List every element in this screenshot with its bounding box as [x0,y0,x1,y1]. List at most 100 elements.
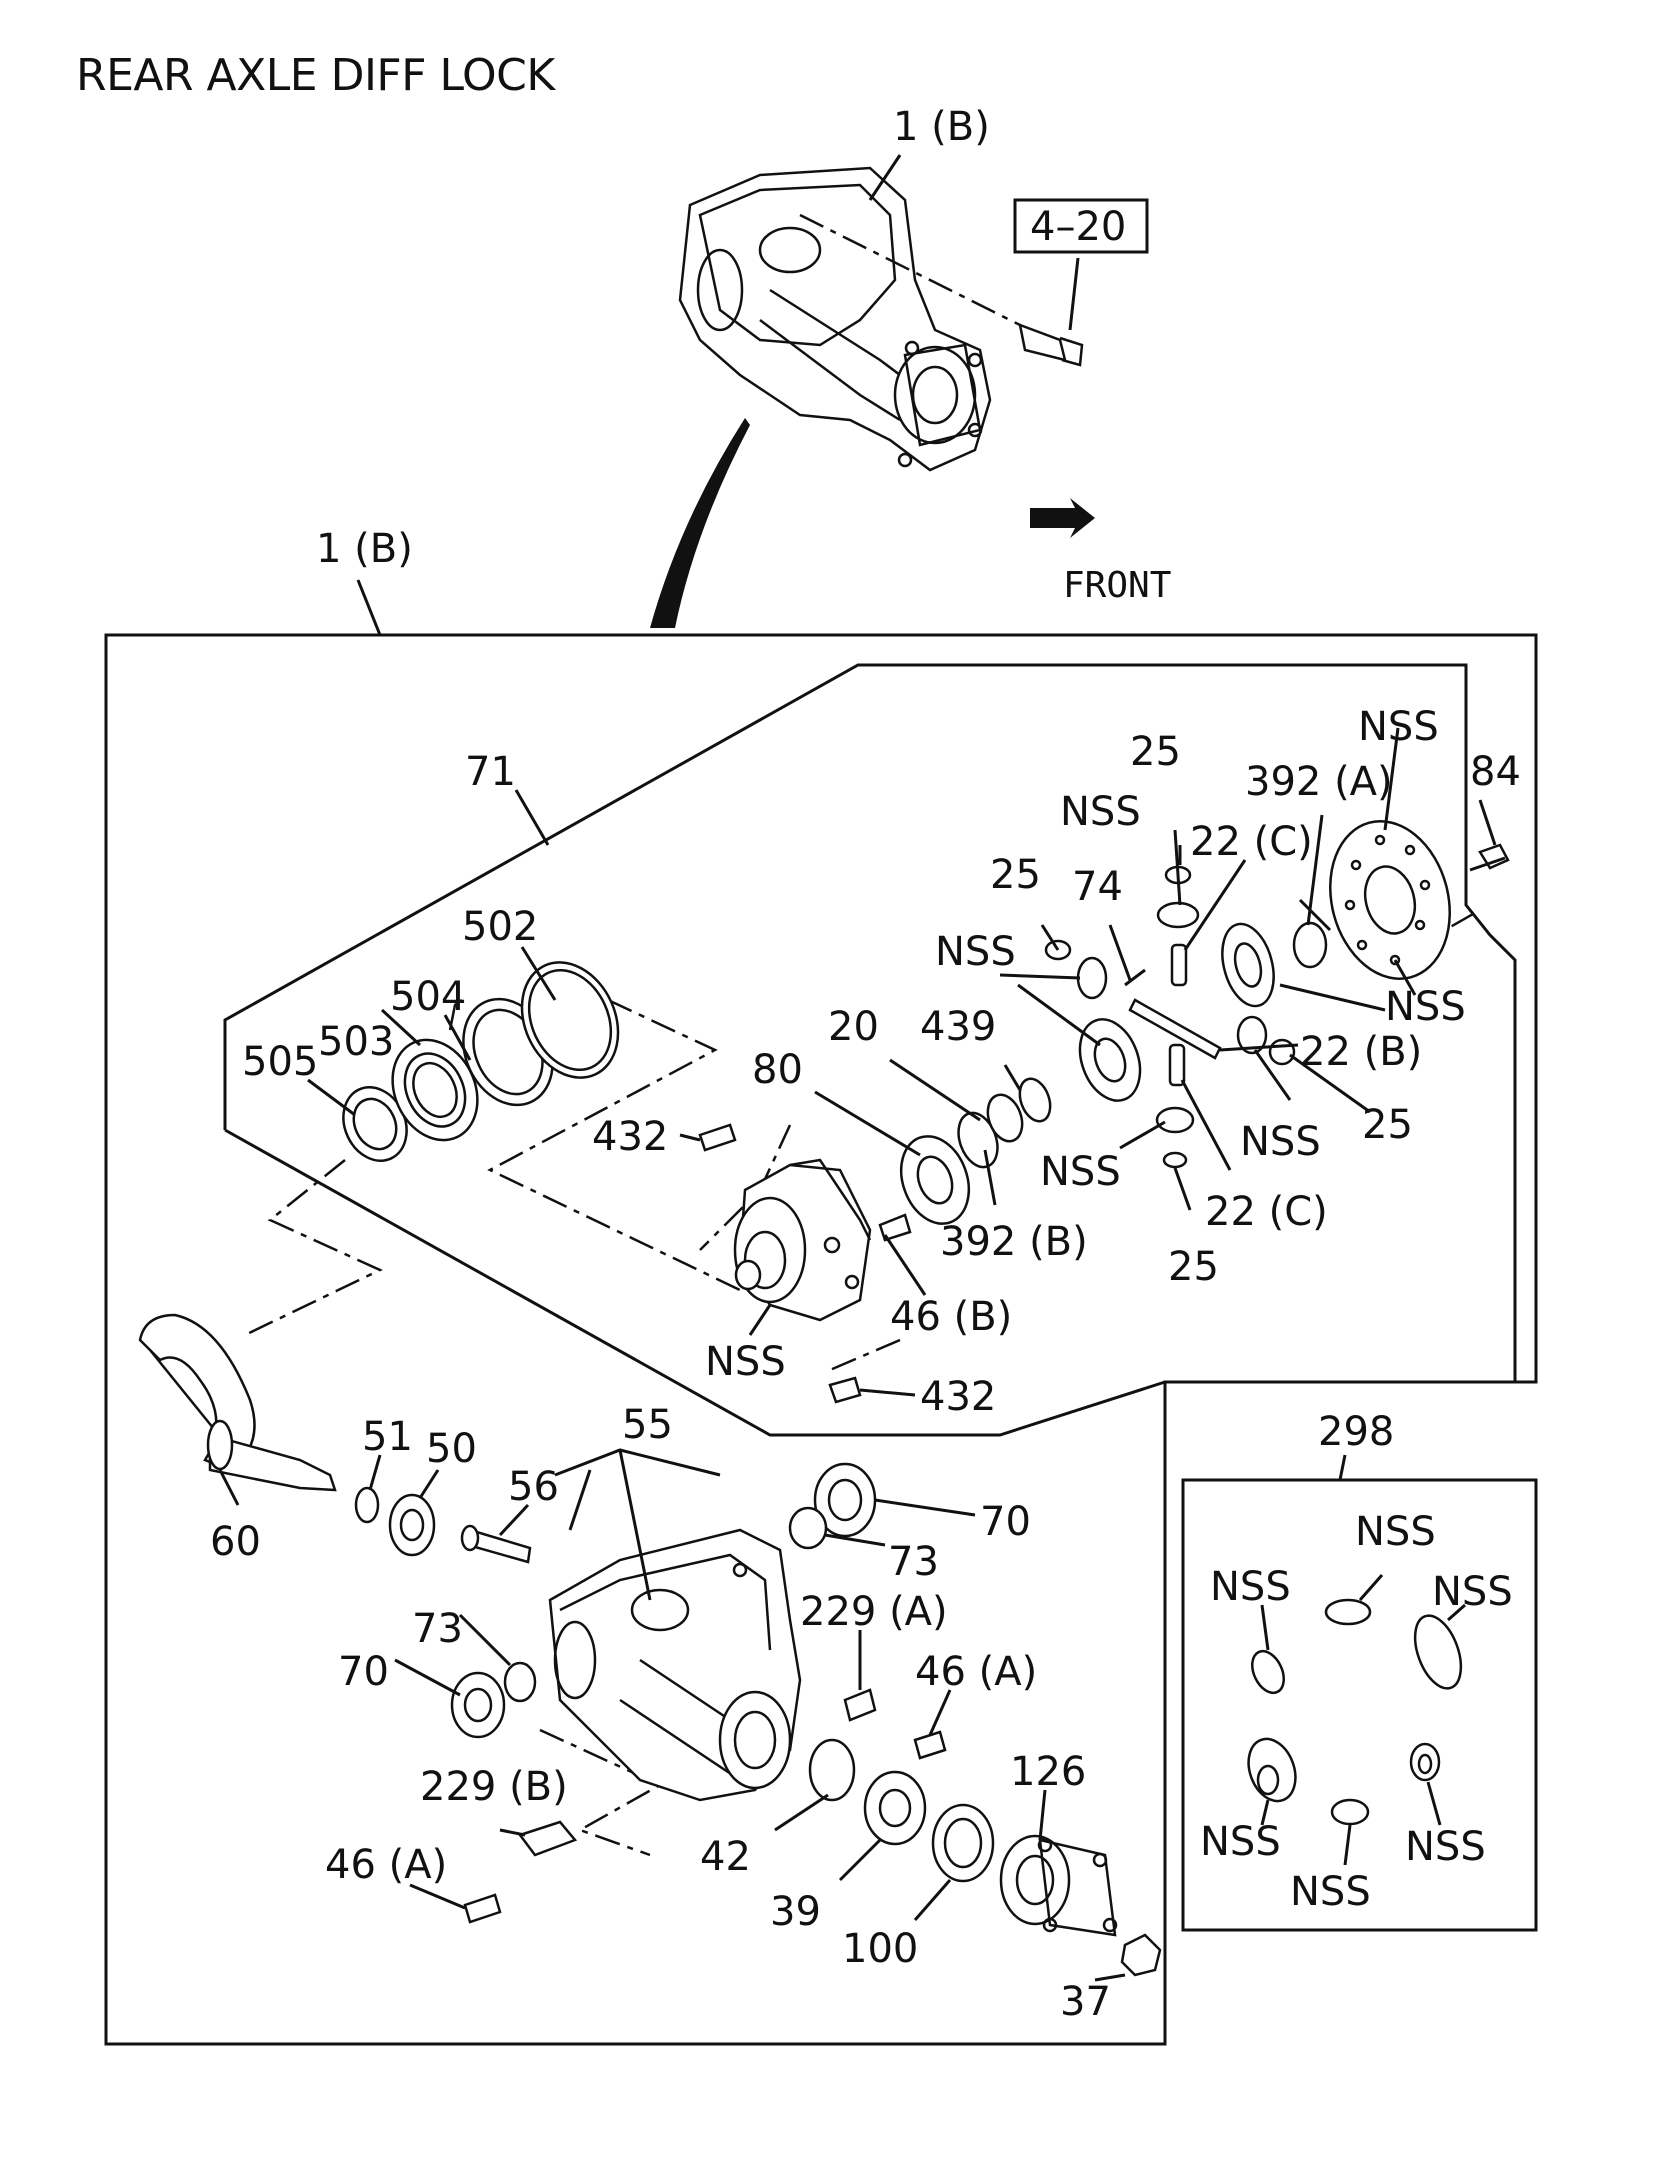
curved-arrow-icon [650,418,750,628]
kit-item-6: NSS [1405,1824,1486,1870]
assembly-ref-label: 1 (B) [893,104,990,150]
callout-60: 60 [210,1519,261,1565]
callout-25-right: 25 [1362,1102,1413,1148]
callout-70-right: 70 [980,1499,1031,1545]
bolt-46a-left [463,1893,502,1924]
side-gear-right [1221,922,1275,1008]
callout-20: 20 [828,1004,879,1050]
pinion-gear-left [1076,956,1108,1000]
diff-group-outline [223,663,1517,1382]
callout-126: 126 [1010,1749,1086,1795]
spacer-42 [808,1738,856,1802]
callout-432-top: 432 [592,1114,668,1160]
callout-25-top: 25 [1130,729,1181,775]
bolt-84 [1478,843,1510,870]
callout-nss-top-pinion: NSS [1060,789,1141,835]
callout-22c-bottom: 22 (C) [1205,1189,1328,1235]
callout-73-left: 73 [412,1606,463,1652]
kit-item-5: NSS [1290,1869,1371,1915]
bolt-46a-right [913,1730,947,1760]
callout-nss-washer: NSS [1240,1119,1321,1165]
sensor-229b [517,1820,578,1857]
callout-229b: 229 (B) [420,1764,568,1810]
callout-73-right: 73 [888,1539,939,1585]
page-title: REAR AXLE DIFF LOCK [76,50,555,101]
callout-71: 71 [465,749,516,795]
bearing-70-right [813,1462,877,1538]
ring-73-left [503,1661,537,1703]
seal-100 [931,1803,995,1883]
bolt-432-top [698,1123,737,1152]
side-washer-right [1236,1015,1268,1055]
callout-392b: 392 (B) [940,1219,1088,1265]
kit-parts [1247,1574,1466,1866]
callout-503: 503 [318,1019,394,1065]
shaft-22b [1128,998,1222,1060]
ring-439 [1018,1077,1052,1123]
leader-lines [218,727,1506,1982]
callout-22c-top: 22 (C) [1190,819,1313,865]
flange-ring-80 [899,1135,971,1225]
shaft-22c-bottom [1168,1043,1186,1087]
callout-nss-right-gear: NSS [1385,984,1466,1030]
callout-50: 50 [426,1426,477,1472]
callout-nss-plate: NSS [1358,704,1439,750]
pinion-top [1156,901,1200,929]
callout-nss-case: NSS [705,1339,786,1385]
callout-392a: 392 (A) [1245,759,1393,805]
washer-25-right [1268,1038,1296,1066]
washer-25-bottom [1162,1151,1188,1169]
bearing-70-left [450,1671,506,1739]
callout-46b: 46 (B) [890,1294,1012,1340]
callout-39: 39 [770,1889,821,1935]
nut-37 [1120,1933,1162,1977]
page-ref-label: 4–20 [1030,204,1126,250]
seal-stack [342,961,620,1162]
ring-73-right [788,1506,828,1550]
main-frame [104,633,1538,2046]
bearing-39 [863,1770,927,1846]
callout-432-bottom: 432 [920,1374,996,1420]
carrier-assembly-illustration [678,154,1084,472]
callout-504: 504 [390,974,466,1020]
kit-item-2: NSS [1210,1564,1291,1610]
callout-42: 42 [700,1834,751,1880]
callout-46a-right: 46 (A) [915,1649,1037,1695]
pin-74 [1124,968,1146,987]
side-gear-left [1078,1018,1142,1102]
shaft-22c-top [1170,943,1188,987]
callout-37: 37 [1060,1979,1111,2025]
flange-126 [999,1834,1118,1937]
sensor-229a [843,1688,877,1722]
kit-item-1: NSS [1355,1509,1436,1555]
kit-item-4: NSS [1200,1819,1281,1865]
carrier-housing [548,1528,802,1802]
washer-51 [354,1486,380,1524]
callout-55: 55 [622,1402,673,1448]
callout-84: 84 [1470,749,1521,795]
callout-229a: 229 (A) [800,1589,948,1635]
kit-box [1181,1478,1538,1932]
bearing-50 [388,1493,436,1557]
ring-392a [1292,921,1328,969]
callout-100: 100 [842,1926,918,1972]
front-arrow-icon [1030,498,1095,538]
ring-20 [986,1093,1024,1143]
kit-item-3: NSS [1432,1569,1513,1615]
callout-74: 74 [1072,864,1123,910]
callout-502: 502 [462,904,538,950]
callout-nss-side-gear: NSS [935,929,1016,975]
callout-80: 80 [752,1047,803,1093]
callout-25-bottom: 25 [1168,1244,1219,1290]
pinion-bottom [1155,1106,1195,1134]
differential-case [733,1158,872,1322]
clutch-plate [1329,820,1451,980]
callout-22b: 22 (B) [1300,1029,1422,1075]
bolt-432-bottom [828,1376,862,1404]
main-box-label: 1 (B) [316,526,413,572]
callout-25-left: 25 [990,852,1041,898]
callout-505: 505 [242,1039,318,1085]
callout-439: 439 [920,1004,996,1050]
